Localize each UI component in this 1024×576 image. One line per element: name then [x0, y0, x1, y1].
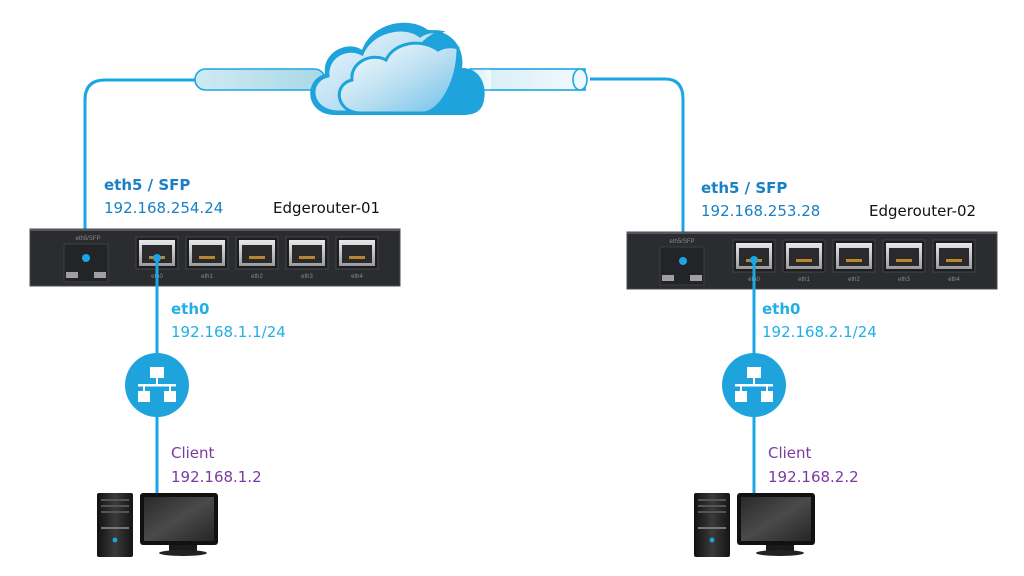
- client-title: Client: [171, 444, 215, 462]
- ethernet-port-label: eth1: [201, 274, 213, 280]
- wan-interface-ip: 192.168.253.28: [701, 202, 821, 220]
- ethernet-port-eth3[interactable]: [285, 236, 329, 270]
- ethernet-port-label: eth4: [948, 277, 960, 283]
- ethernet-port-eth1[interactable]: [782, 239, 826, 273]
- wan-tube-left: [194, 68, 326, 91]
- router-name: Edgerouter-02: [869, 202, 977, 220]
- lan-interface-title: eth0: [762, 300, 801, 318]
- sfp-port-label: eth5/SFP: [75, 236, 100, 242]
- ethernet-port-eth4[interactable]: [335, 236, 379, 270]
- lan-interface-ip: 192.168.2.1/24: [762, 323, 877, 341]
- ethernet-port-eth3[interactable]: [882, 239, 926, 273]
- ethernet-port-eth1[interactable]: [185, 236, 229, 270]
- ethernet-port-eth4[interactable]: [932, 239, 976, 273]
- network-switch-icon: [125, 353, 189, 417]
- client-title: Client: [768, 444, 812, 462]
- wan-tube-right: [469, 68, 588, 91]
- sfp-port-label: eth5/SFP: [669, 239, 694, 245]
- lan-interface-title: eth0: [171, 300, 210, 318]
- cloud-icon: [310, 22, 485, 115]
- wan-link-right: [590, 77, 685, 258]
- lan-link-endpoint: [153, 254, 161, 262]
- router-name: Edgerouter-01: [273, 199, 381, 217]
- desktop-computer-icon: [97, 493, 218, 557]
- client-ip: 192.168.1.2: [171, 468, 262, 486]
- ethernet-port-label: eth3: [898, 277, 910, 283]
- ethernet-port-label: eth3: [301, 274, 313, 280]
- wan-link-endpoint: [679, 257, 687, 265]
- sfp-port[interactable]: [63, 243, 109, 283]
- wan-interface-title: eth5 / SFP: [701, 179, 788, 197]
- ethernet-port-label: eth1: [798, 277, 810, 283]
- ethernet-port-label: eth2: [848, 277, 860, 283]
- ethernet-port-label: eth4: [351, 274, 363, 280]
- sfp-port[interactable]: [659, 246, 705, 286]
- ethernet-port-label: eth2: [251, 274, 263, 280]
- ethernet-port-eth2[interactable]: [832, 239, 876, 273]
- wan-link-left: [83, 78, 200, 258]
- wan-interface-title: eth5 / SFP: [104, 176, 191, 194]
- ethernet-port-eth2[interactable]: [235, 236, 279, 270]
- wan-interface-ip: 192.168.254.24: [104, 199, 224, 217]
- lan-interface-ip: 192.168.1.1/24: [171, 323, 286, 341]
- client-ip: 192.168.2.2: [768, 468, 859, 486]
- lan-link-endpoint: [750, 256, 758, 264]
- desktop-computer-icon: [694, 493, 815, 557]
- wan-link-endpoint: [82, 254, 90, 262]
- network-switch-icon: [722, 353, 786, 417]
